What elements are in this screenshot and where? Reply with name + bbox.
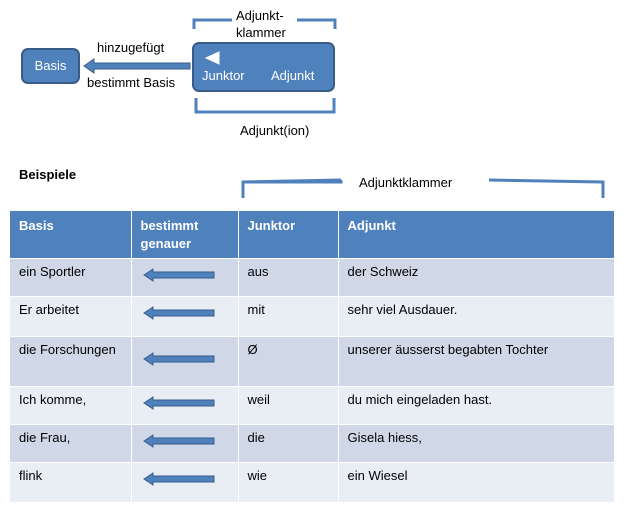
top-bracket-label-line2: klammer — [236, 25, 286, 40]
adjunct-box: Junktor Adjunkt — [192, 42, 335, 92]
adjunkt-cell: ein Wiesel — [338, 461, 614, 502]
basis-box: Basis — [21, 48, 80, 84]
arrow-cell — [131, 461, 239, 502]
added-label: hinzugefügt — [97, 40, 165, 55]
left-arrow-icon — [142, 305, 214, 320]
left-arrow-icon — [142, 433, 214, 448]
basis-cell: Ich komme, — [10, 385, 132, 424]
left-arrow-icon — [83, 58, 191, 74]
adjunkt-cell: Gisela hiess, — [338, 423, 614, 462]
basis-cell: flink — [10, 461, 132, 502]
determines-basis-label: bestimmt Basis — [87, 75, 176, 90]
header-basis: Basis — [10, 211, 132, 258]
adjunkt-cell: du mich eingeladen hast. — [338, 385, 614, 424]
junktor-cell: die — [238, 423, 339, 462]
basis-cell: ein Sportler — [10, 257, 132, 296]
header-determines: bestimmt genauer — [131, 211, 239, 258]
left-arrow-icon — [142, 351, 214, 366]
arrow-cell — [131, 423, 239, 462]
adjunct-diagram: Adjunkt- klammer Basis hinzugefügt besti… — [0, 0, 641, 160]
bottom-bracket — [194, 98, 336, 114]
left-arrow-icon — [142, 471, 214, 486]
header-adjunkt: Adjunkt — [338, 211, 614, 258]
table-header-row: Basis bestimmt genauer Junktor Adjunkt — [10, 211, 614, 258]
adjunkt-cell: sehr viel Ausdauer. — [338, 295, 614, 336]
examples-bracket — [241, 178, 605, 198]
adjunkt-cell: der Schweiz — [338, 257, 614, 296]
basis-box-label: Basis — [34, 58, 67, 73]
examples-table: Basis bestimmt genauer Junktor Adjunkt e… — [10, 211, 614, 502]
arrow-cell — [131, 295, 239, 336]
junktor-label: Junktor — [202, 68, 245, 83]
left-arrow-icon — [142, 395, 214, 410]
top-bracket-label-line1: Adjunkt- — [236, 8, 284, 23]
header-junktor: Junktor — [238, 211, 339, 258]
arrow-cell — [131, 257, 239, 296]
top-bracket — [192, 18, 337, 29]
basis-cell: die Frau, — [10, 423, 132, 462]
examples-title: Beispiele — [19, 167, 77, 182]
adjunkt-cell: unserer äusserst begabten Tochter — [338, 335, 614, 386]
basis-cell: die Forschungen — [10, 335, 132, 386]
left-triangle-icon — [204, 51, 220, 65]
junktor-cell: wie — [238, 461, 339, 502]
junktor-cell: Ø — [238, 335, 339, 386]
junktor-cell: weil — [238, 385, 339, 424]
arrow-cell — [131, 385, 239, 424]
bottom-bracket-label: Adjunkt(ion) — [240, 123, 310, 138]
basis-cell: Er arbeitet — [10, 295, 132, 336]
adjunkt-label: Adjunkt — [271, 68, 315, 83]
junktor-cell: mit — [238, 295, 339, 336]
left-arrow-icon — [142, 267, 214, 282]
junktor-cell: aus — [238, 257, 339, 296]
arrow-cell — [131, 335, 239, 386]
examples-bracket-label: Adjunktklammer — [359, 175, 453, 190]
